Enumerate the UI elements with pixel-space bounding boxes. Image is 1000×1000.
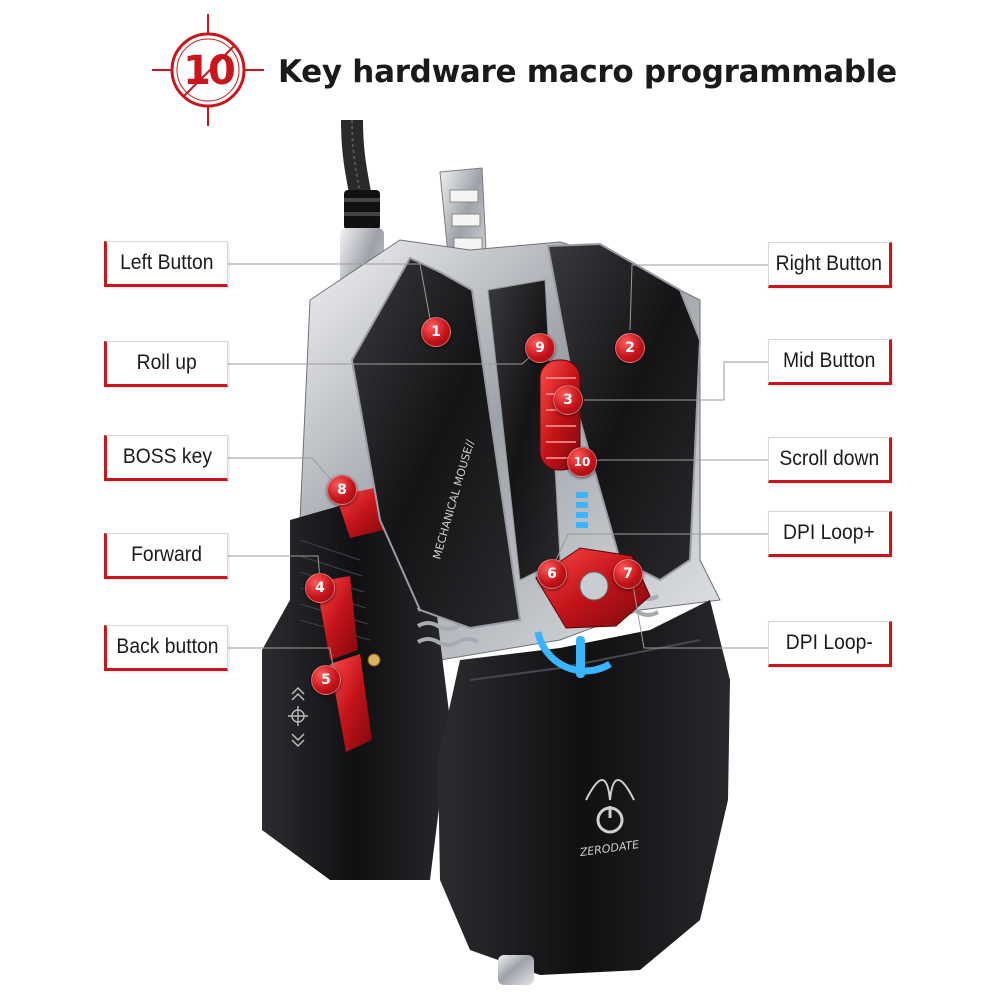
label-boss-key: BOSS key	[104, 435, 228, 481]
marker-4: 4	[305, 573, 335, 603]
label-forward: Forward	[104, 533, 228, 579]
marker-2: 2	[615, 333, 645, 363]
label-dpi-loop-minus: DPI Loop-	[768, 621, 892, 667]
marker-7: 7	[613, 559, 643, 589]
marker-9: 9	[525, 333, 555, 363]
marker-10: 10	[567, 447, 597, 477]
marker-3: 3	[553, 385, 583, 415]
marker-5: 5	[311, 665, 341, 695]
page-title: Key hardware macro programmable	[278, 54, 897, 90]
palm-body	[438, 600, 730, 975]
marker-8: 8	[327, 475, 357, 505]
dpi-indicator-leds	[576, 492, 588, 528]
side-down-arrows-icon	[291, 733, 305, 748]
label-scroll-down: Scroll down	[768, 437, 892, 483]
label-roll-up: Roll up	[104, 341, 228, 387]
side-crosshair-icon	[288, 706, 308, 726]
label-right-button: Right Button	[768, 242, 892, 288]
left-button-panel	[350, 256, 522, 630]
marker-6: 6	[537, 559, 567, 589]
label-left-button: Left Button	[104, 241, 228, 287]
badge-number: 10	[183, 48, 234, 94]
led-ring	[534, 631, 612, 675]
marker-1: 1	[421, 317, 451, 347]
brand-logo-icon	[585, 779, 635, 834]
label-mid-button: Mid Button	[768, 339, 892, 385]
label-dpi-loop-plus: DPI Loop+	[768, 511, 892, 557]
cable-collar	[344, 190, 380, 230]
side-up-arrows-icon	[291, 686, 305, 701]
label-back-button: Back button	[104, 625, 228, 671]
crosshair-badge-icon: 10	[152, 14, 264, 126]
